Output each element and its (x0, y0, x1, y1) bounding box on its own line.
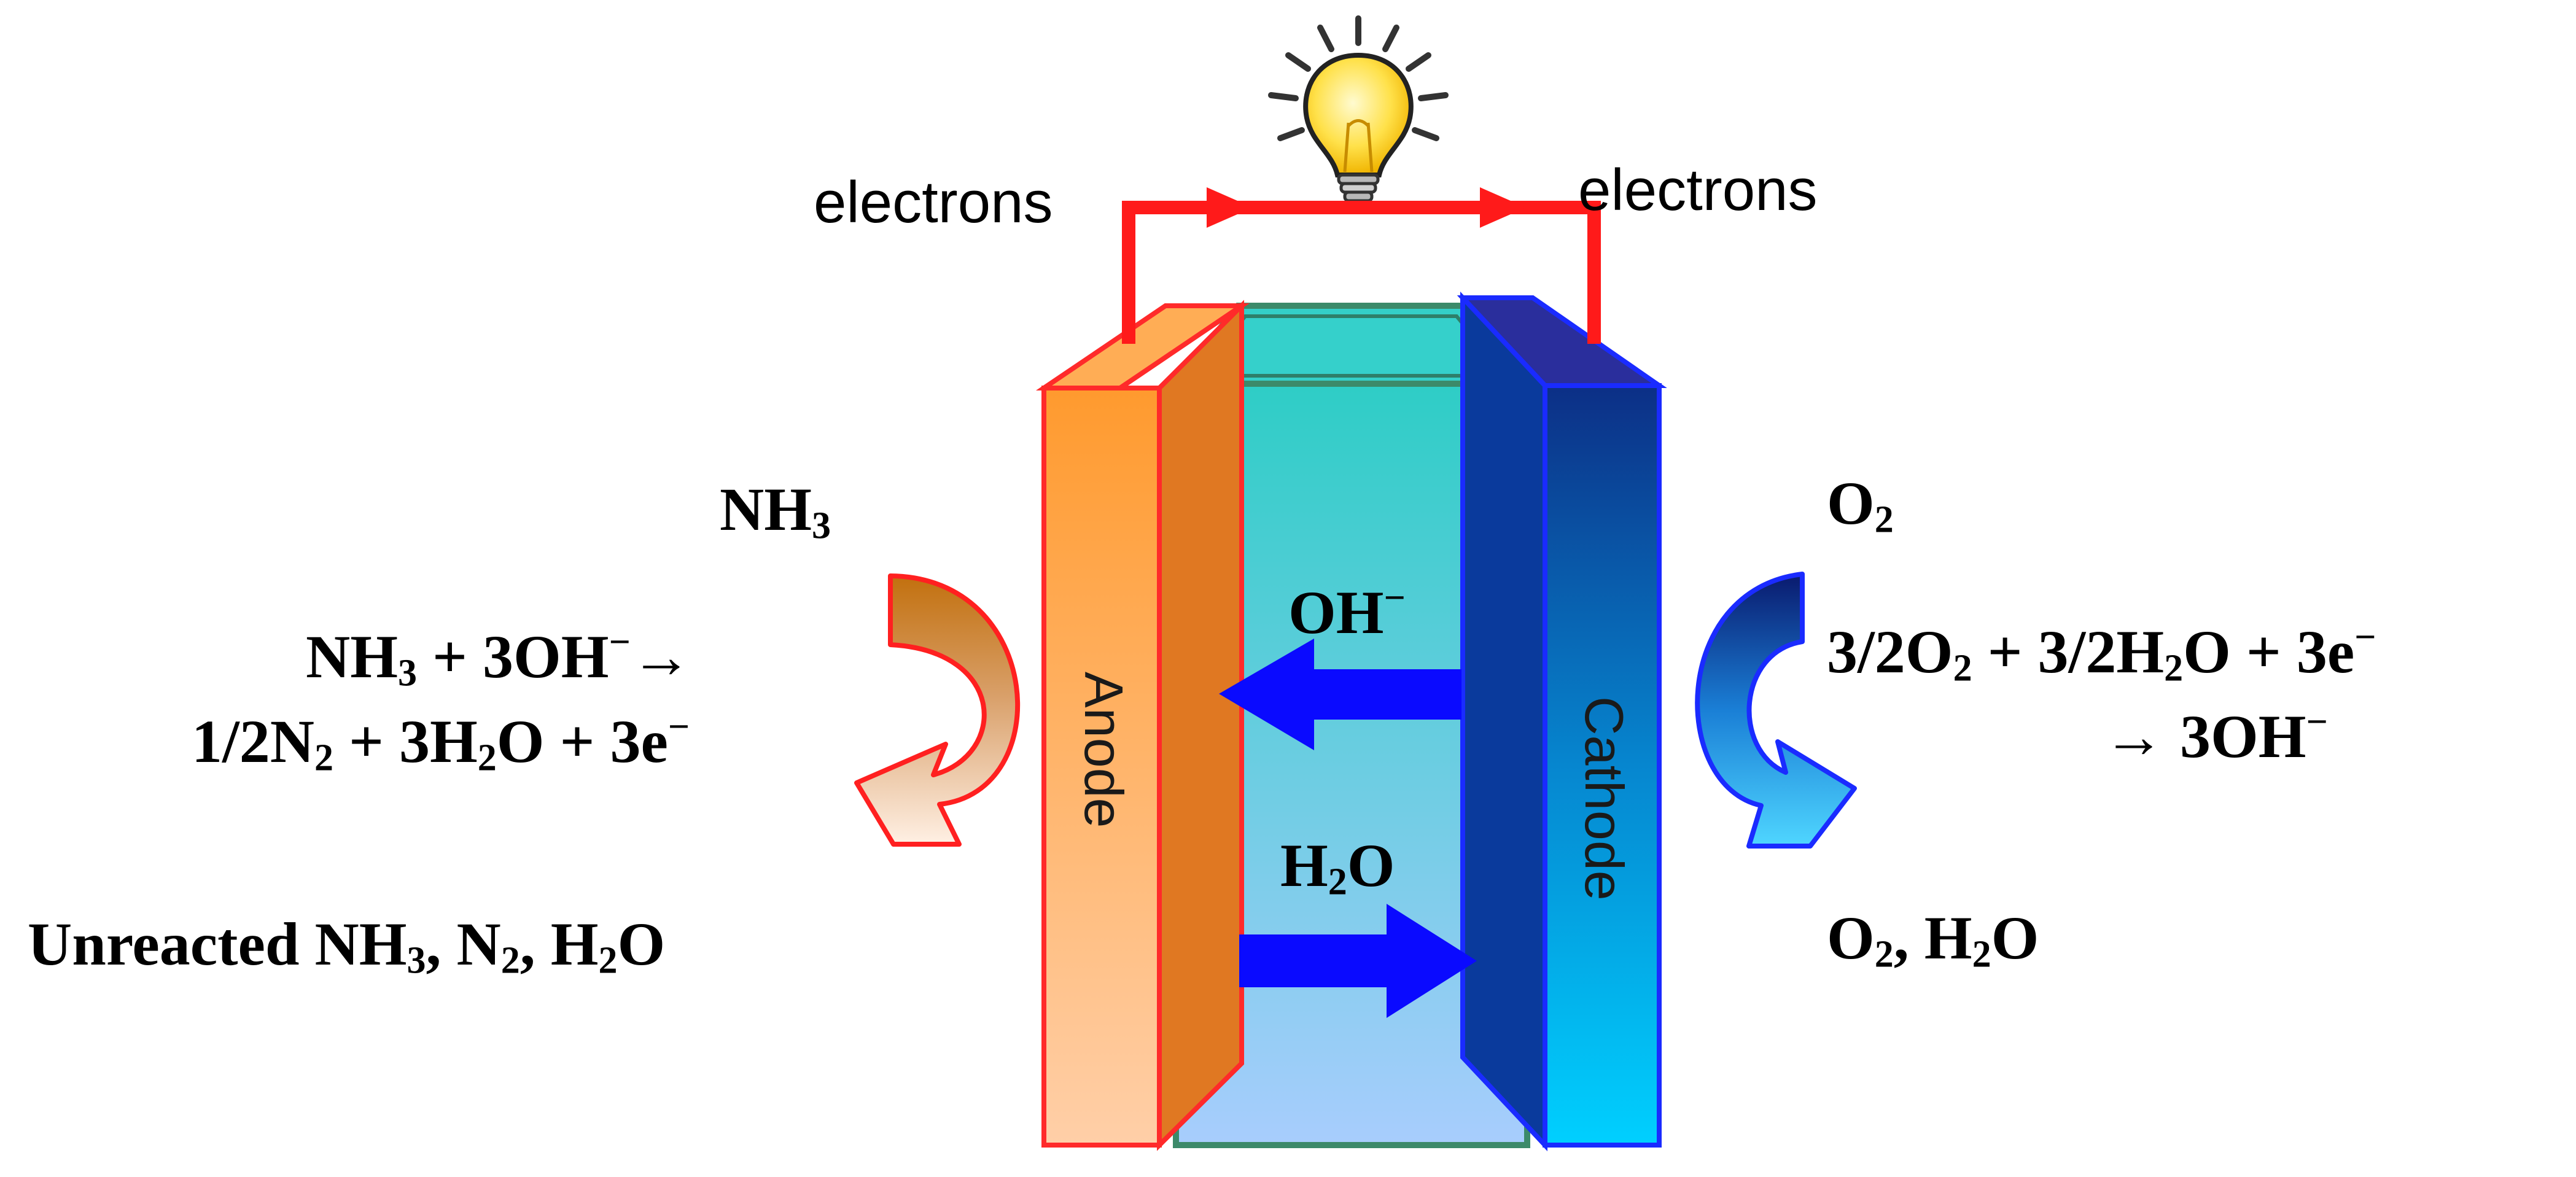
cathode-label: Cathode (1574, 696, 1635, 901)
cathode-input-label: O2 (1827, 469, 1894, 541)
water-label: H2O (1280, 831, 1395, 903)
hydroxide-flow-arrow (1219, 639, 1461, 750)
anode-label: Anode (1073, 672, 1134, 828)
anode-electrode (1035, 300, 1250, 1151)
anode-reaction-line-1: NH3 + 3OH−→ (306, 621, 692, 694)
electrons-label-left: electrons (814, 169, 1053, 235)
flow-arrow-icon (1480, 187, 1526, 228)
water-flow-arrow (1239, 904, 1477, 1018)
anode-output-label: Unreacted NH3, N2, H2O (28, 910, 666, 982)
curved-arrow-icon (854, 573, 1021, 847)
anode-input-label: NH3 (720, 475, 831, 547)
light-bulb-icon (1268, 15, 1449, 206)
electrons-label-right: electrons (1578, 157, 1818, 223)
cathode-output-label: O2, H2O (1827, 904, 2039, 976)
anode-reaction-line-2: 1/2N2 + 3H2O + 3e− (192, 705, 690, 779)
hydroxide-ion-label: OH− (1288, 577, 1406, 647)
cathode-reaction-line-1: 3/2O2 + 3/2H2O + 3e− (1827, 616, 2376, 689)
flow-arrow-icon (1207, 187, 1253, 228)
curved-arrow-icon (1695, 572, 1857, 849)
cathode-reaction-line-2: → 3OH− (2103, 701, 2328, 771)
cathode-electrode (1457, 291, 1667, 1152)
